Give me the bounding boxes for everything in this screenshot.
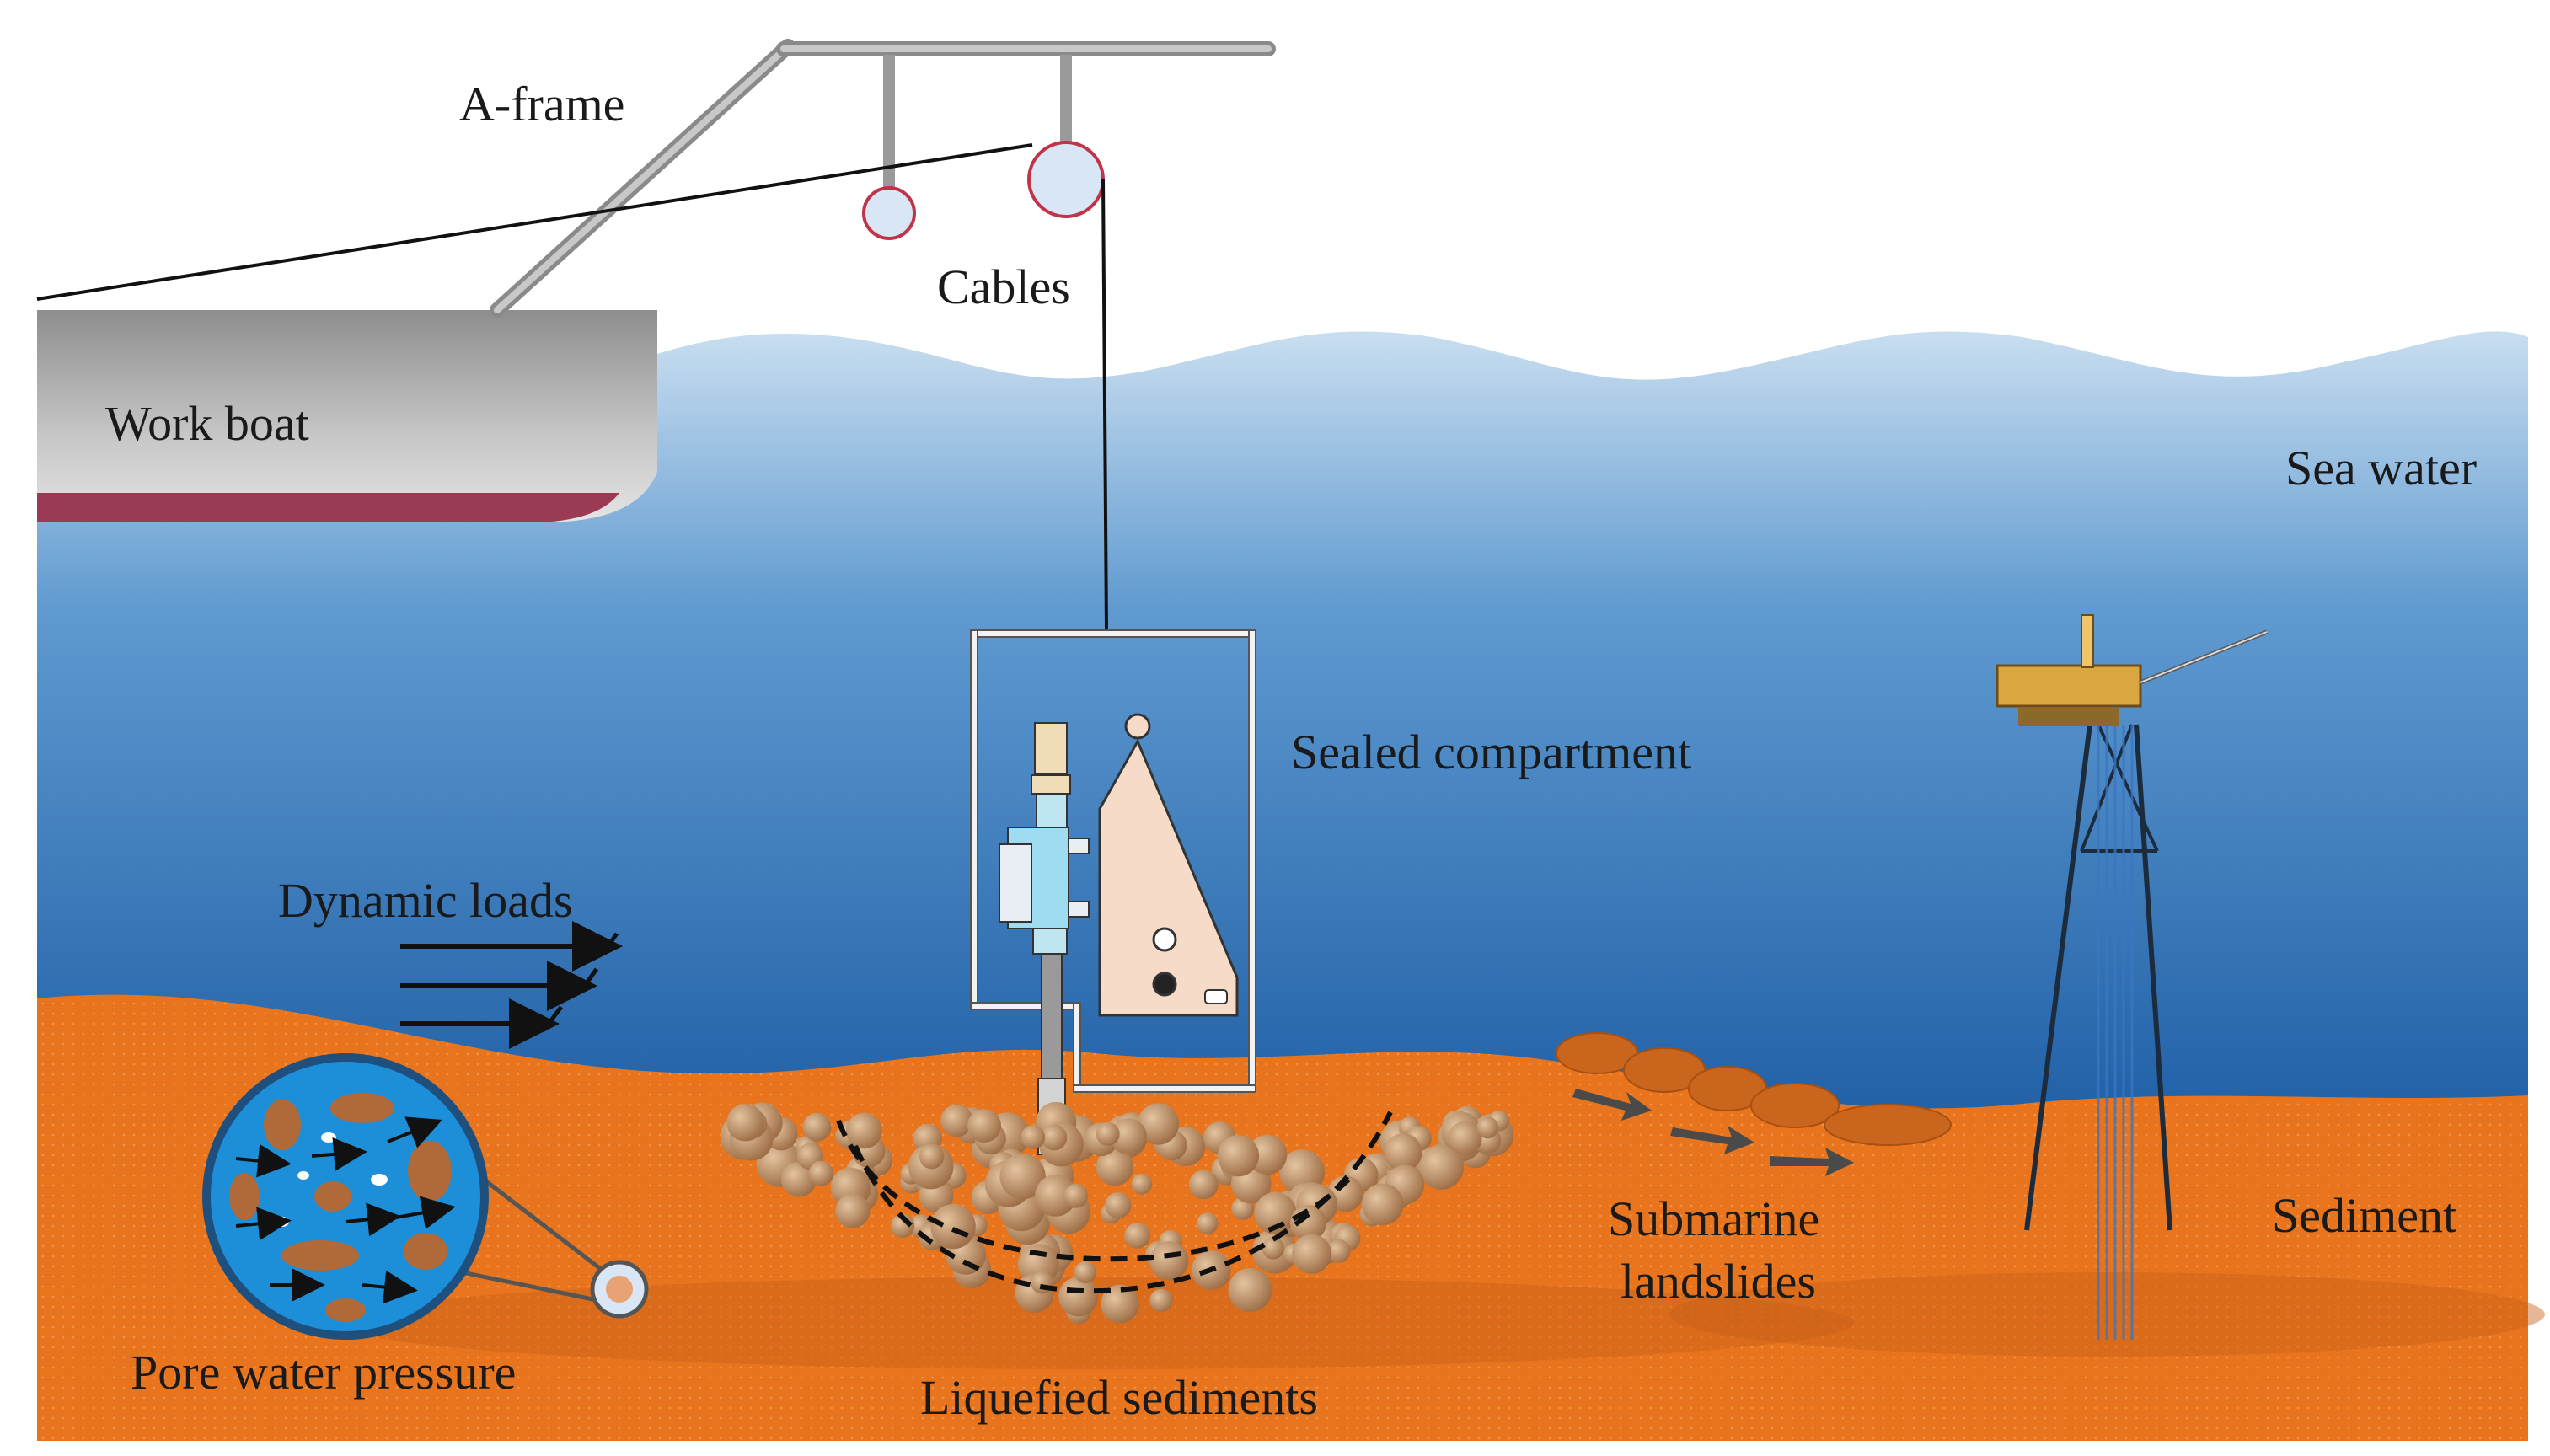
sediment-pellet (999, 1154, 1046, 1200)
sediment-pellet (781, 1161, 817, 1197)
sediment-pellet (1448, 1121, 1482, 1155)
label-work-boat: Work boat (105, 396, 309, 451)
sediment-pellet (835, 1193, 871, 1228)
label-submarine-landslides-line1: Submarine (1608, 1191, 1819, 1246)
pulley-small (862, 186, 916, 240)
work-boat (37, 310, 657, 522)
sediment-pellet (1254, 1191, 1297, 1234)
dynamic-loads-arrows (400, 921, 623, 1049)
sediment-pellet (1149, 1288, 1173, 1313)
sediment-pellet (1188, 1170, 1219, 1200)
sediment-pellet (1035, 1175, 1077, 1217)
cable-to-boat (36, 143, 1033, 301)
sediment-pellet (1131, 1174, 1153, 1195)
offshore-platform-icon (1996, 614, 2268, 1340)
sediment-pellet (1149, 1241, 1189, 1281)
sediment-pellet (1101, 1284, 1139, 1324)
sediment-pellet (845, 1112, 882, 1149)
sediment-pellet (1326, 1239, 1351, 1263)
sediment-pellet (1074, 1261, 1097, 1283)
sea-water (37, 331, 2528, 1129)
a-frame (490, 39, 1276, 318)
label-a-frame: A-frame (459, 77, 624, 131)
sediment-pellet (808, 1160, 834, 1186)
sediment-pellet (1137, 1103, 1180, 1145)
sediment-pellet (1110, 1118, 1147, 1155)
sediment-pellet (726, 1104, 764, 1142)
sediment-pellet (930, 1203, 976, 1250)
circle-lens-icon (202, 1053, 649, 1340)
liquefaction-zones (836, 1111, 1393, 1294)
sediment-pellet (919, 1144, 945, 1170)
label-liquefied-sediments: Liquefied sediments (920, 1370, 1318, 1425)
sediment-pellet (1063, 1183, 1089, 1208)
sediment-shadow (337, 1277, 1854, 1369)
label-cables: Cables (937, 260, 1070, 314)
sediment-pellet (1058, 1277, 1099, 1317)
label-sealed-compartment: Sealed compartment (1291, 725, 1691, 779)
sediment-pellet (1361, 1183, 1404, 1226)
sediment-pellet (1292, 1234, 1332, 1274)
sediment-pellet (1041, 1124, 1068, 1151)
sediment-pellet (1096, 1121, 1120, 1146)
sediment-pellet (1384, 1133, 1422, 1172)
sediment-pellet (1476, 1116, 1499, 1139)
sediment-pellet (940, 1104, 973, 1138)
pulley-large (1027, 141, 1105, 218)
sediment-pellet (967, 1109, 1001, 1143)
sediment-pellet (1247, 1134, 1288, 1175)
liquefied-sediment-pellets (720, 1101, 1514, 1325)
label-pore-water-pressure: Pore water pressure (131, 1345, 516, 1400)
sediment-pellet (1124, 1223, 1151, 1249)
sediment-pellet (1197, 1212, 1219, 1234)
label-dynamic-loads: Dynamic loads (278, 873, 573, 928)
label-submarine-landslides-line2: landslides (1621, 1254, 1816, 1309)
sediment-pellet (1096, 1148, 1133, 1186)
sediment-pellet (1262, 1237, 1285, 1260)
label-sea-water: Sea water (2285, 441, 2477, 495)
sediment-pellet (1021, 1125, 1046, 1149)
label-sediment: Sediment (2272, 1188, 2456, 1243)
cable-to-frame (1101, 179, 1108, 631)
sediment-pellet (1418, 1144, 1464, 1190)
sediment-pellet (802, 1112, 832, 1142)
sediment-pellet (1105, 1192, 1132, 1219)
sediment-pellet (1228, 1268, 1272, 1312)
sealed-compartment (970, 629, 1256, 1172)
submarine-landslide (1556, 1032, 1952, 1176)
sediment-pellet (1217, 1135, 1259, 1177)
